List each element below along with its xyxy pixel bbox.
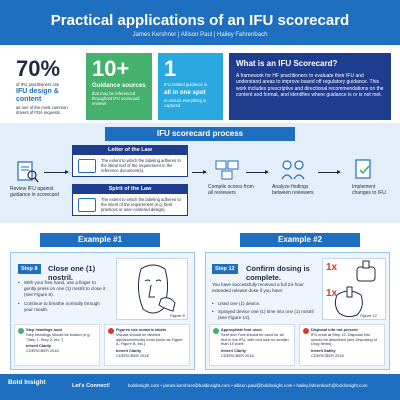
people-icon bbox=[78, 198, 96, 212]
stat-post: as one of the most common drivers of FDA… bbox=[16, 105, 68, 115]
stat-pre: IFU related guidance is bbox=[164, 82, 208, 87]
list-item: Continue to breathe normally through you… bbox=[18, 301, 108, 313]
note-tag: Inherit Clarity bbox=[116, 348, 142, 354]
example2-note-2: Disposal info not present IFU ends at St… bbox=[299, 324, 385, 366]
authors-line: James Kershner | Allison Paul | Hailey F… bbox=[132, 32, 268, 38]
note-tag: Inherit Clarity bbox=[221, 348, 247, 354]
alert-icon bbox=[303, 328, 309, 334]
footer: Bold Insight Let's Connect! boldinsight.… bbox=[0, 374, 400, 400]
example1-step-title: Close one (1) nostril. bbox=[48, 264, 96, 282]
nasal-spray-device-icon bbox=[334, 260, 376, 318]
example1-instructions: With your free hand, use a finger to gen… bbox=[18, 280, 108, 313]
example1-step-badge: Step 8 bbox=[18, 264, 41, 274]
note-source: CDER/CBER 2018 bbox=[311, 352, 344, 358]
compile-step-label: Compile scores from all reviewers bbox=[208, 184, 254, 196]
contact-links[interactable]: boldinsight.com • james.kershner@boldins… bbox=[128, 383, 368, 388]
example1-note-2: Figures use numeric labels Visuals shoul… bbox=[104, 324, 190, 366]
once-marker: 1x bbox=[326, 262, 338, 273]
figure-8-illustration bbox=[116, 258, 188, 320]
example2-heading: Example #2 bbox=[240, 233, 360, 247]
arrow bbox=[246, 170, 269, 174]
letter-of-law-box: Letter of the Law The extent to which th… bbox=[72, 145, 188, 177]
bold-insight-logo: Bold Insight bbox=[8, 379, 46, 386]
note-heading: Appropriate font used bbox=[221, 327, 262, 332]
implement-changes-icon bbox=[355, 159, 371, 179]
stat-post: that may be referenced throughout IFU sc… bbox=[92, 91, 140, 106]
review-step-label: Review IFU against guidance in scorecard bbox=[10, 186, 59, 198]
note-heading: Figures use numeric labels bbox=[116, 327, 167, 332]
stat-pre: of IFU practitioners cite bbox=[16, 82, 60, 87]
stat-number: 70% bbox=[16, 56, 61, 81]
stat-number: 10+ bbox=[92, 56, 130, 81]
note-tag: Inherit Safety bbox=[311, 348, 336, 354]
letter-title: Letter of the Law bbox=[73, 146, 187, 155]
connect-label: Let's Connect! bbox=[72, 383, 110, 389]
note-source: CDER/CBER 2018 bbox=[26, 348, 59, 354]
analyze-step-label: Analyze findings between reviewers bbox=[272, 184, 314, 196]
what-body: A framework for HF practitioners to eval… bbox=[236, 73, 384, 98]
example2-step-title: Confirm dosing is complete. bbox=[246, 264, 310, 282]
check-icon bbox=[213, 328, 219, 334]
example2-step-badge: Step 12 bbox=[212, 264, 238, 274]
alert-icon bbox=[108, 328, 114, 334]
stat-post: to ensure everything is captured bbox=[164, 98, 207, 108]
note-text: IFU ends at Step 12. Disposal info shoul… bbox=[311, 331, 377, 347]
figure-8-caption: Figure 8 bbox=[170, 313, 185, 318]
check-icon bbox=[18, 328, 24, 334]
example1-heading: Example #1 bbox=[40, 233, 160, 247]
analyze-findings-icon bbox=[281, 160, 305, 180]
example2-intro: You have successfully received a full 24… bbox=[212, 282, 304, 293]
note-source: CDER/CBER 2018 bbox=[221, 352, 254, 358]
spirit-title: Spirit of the Law bbox=[73, 185, 187, 194]
note-heading: Step headings bold bbox=[26, 327, 62, 332]
spirit-of-law-box: Spirit of the Law The extent to which th… bbox=[72, 184, 188, 216]
note-text: Visuals should be labeled alphanumerical… bbox=[116, 331, 183, 347]
header-banner: Practical applications of an IFU scoreca… bbox=[0, 0, 400, 45]
figure-12-illustration bbox=[322, 258, 386, 320]
implement-step-label: Implement changes to IFU bbox=[352, 184, 386, 196]
stat-highlight: all in one spot bbox=[164, 89, 206, 96]
stat-card-1: 1 IFU related guidance is all in one spo… bbox=[158, 53, 223, 120]
note-text: Step headings should be bolded (e.g. "St… bbox=[26, 331, 91, 342]
letter-text: The extent to which the labeling adheres… bbox=[101, 158, 181, 173]
face-pressing-nostril-icon bbox=[137, 264, 176, 314]
list-item: Used one (1) device. bbox=[212, 301, 318, 307]
list-item: With your free hand, use a finger to gen… bbox=[18, 280, 108, 298]
compile-scores-icon bbox=[215, 160, 239, 180]
list-item: Sprayed device one (1) time into one (1)… bbox=[212, 309, 318, 321]
example2-note-1: Appropriate font used Serif and Font sho… bbox=[209, 324, 295, 366]
what-is-scorecard-box: What is an IFU Scorecard? A framework fo… bbox=[229, 53, 391, 120]
review-document-icon bbox=[17, 161, 39, 183]
arrow bbox=[318, 170, 341, 174]
document-icon bbox=[78, 159, 96, 173]
process-heading: IFU scorecard process bbox=[105, 127, 295, 141]
example1-note-1: Step headings bold Step headings should … bbox=[14, 324, 100, 366]
figure-12-caption: Figure 12 bbox=[360, 313, 377, 318]
stat-card-70: 70% of IFU practitioners cite IFU design… bbox=[10, 53, 80, 120]
note-text: Serif and Font should be used for all te… bbox=[221, 331, 289, 347]
arrow bbox=[192, 170, 207, 174]
spirit-text: The extent to which the labeling adheres… bbox=[101, 197, 181, 212]
stat-card-10: 10+ Guidance sources that may be referen… bbox=[86, 53, 152, 120]
stat-number: 1 bbox=[164, 56, 177, 81]
page-title: Practical applications of an IFU scoreca… bbox=[50, 12, 350, 29]
note-tag: Inherit Clarity bbox=[26, 343, 52, 349]
arrow bbox=[44, 170, 69, 174]
once-marker: 1x bbox=[326, 288, 338, 299]
note-heading: Disposal info not present bbox=[311, 327, 358, 332]
example2-instructions: Used one (1) device. Sprayed device one … bbox=[212, 301, 318, 321]
note-source: CDER/CBER 2018 bbox=[116, 352, 149, 358]
what-heading: What is an IFU Scorecard? bbox=[236, 59, 338, 68]
stat-highlight: Guidance sources bbox=[92, 82, 146, 89]
stat-highlight: IFU design & content bbox=[16, 88, 59, 103]
